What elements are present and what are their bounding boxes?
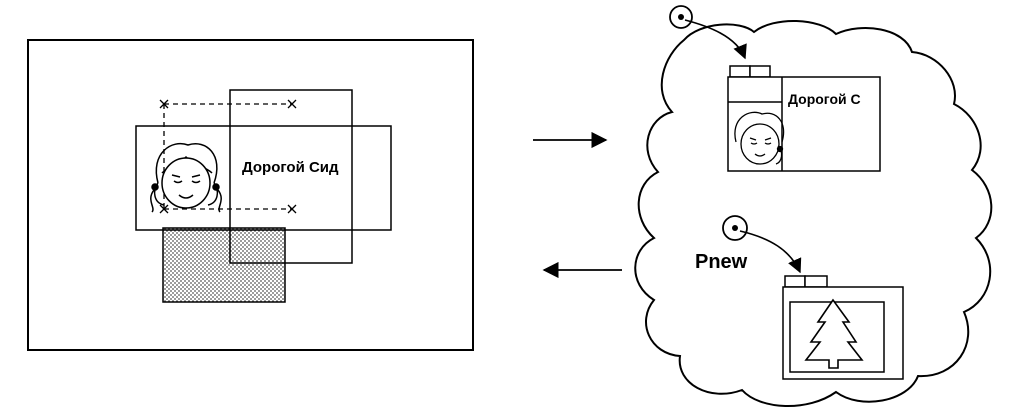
tree-icon xyxy=(804,298,864,369)
front-window xyxy=(135,125,392,231)
pointer-icon xyxy=(722,215,802,274)
screen-frame xyxy=(27,39,474,351)
back-window xyxy=(229,89,353,264)
pointer-label: Pnew xyxy=(695,251,748,273)
pointer-icon xyxy=(669,5,747,60)
covered-region xyxy=(162,227,286,303)
saved-clip-text: Дорогой С xyxy=(788,91,861,107)
window-text: Дорогой Сид xyxy=(242,159,339,176)
girl-face-icon xyxy=(734,111,785,165)
save-region-markers xyxy=(159,99,297,214)
girl-face-icon xyxy=(150,142,222,213)
